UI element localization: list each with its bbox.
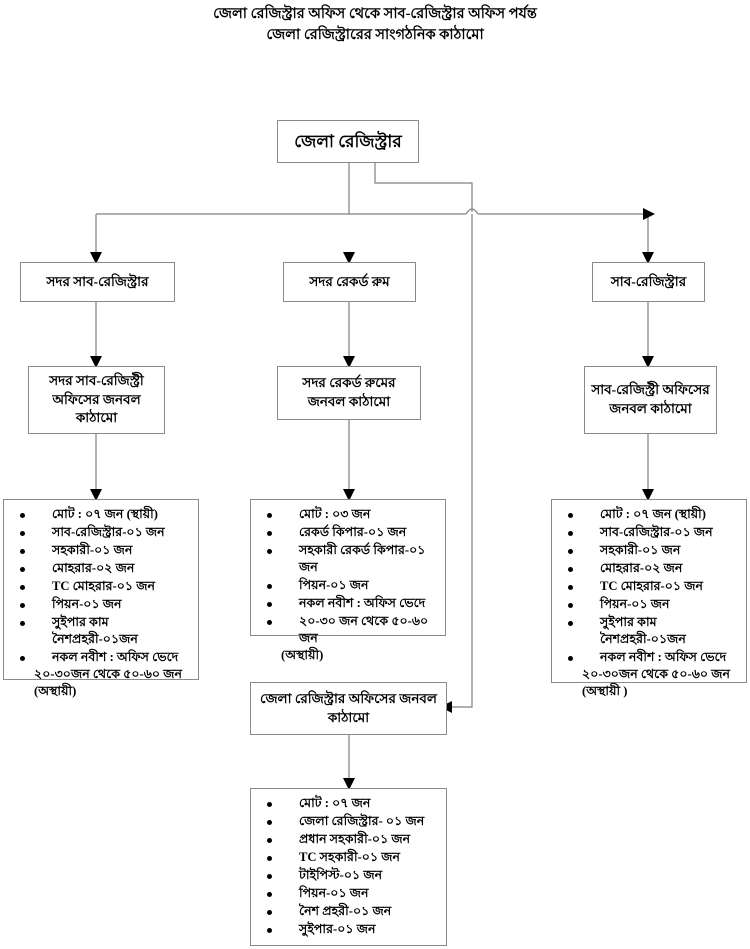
list-item: TC মোহরার-০১ জন xyxy=(6,578,192,595)
bullet-icon xyxy=(267,837,272,843)
list-item: সহকারী রেকর্ড কিপার-০১ জন xyxy=(253,542,439,576)
node-district-registrar-office-structure-label: জেলা রেজিস্ট্রার অফিসের জনবল কাঠামো xyxy=(260,690,437,725)
list-item: পিয়ন-০১ জন xyxy=(6,596,192,613)
node-sadar-sub-registrar-label: সদর সাব-রেজিস্ট্রার xyxy=(46,273,149,289)
node-sadar-sub-registrar[interactable]: সদর সাব-রেজিস্ট্রার xyxy=(20,262,175,302)
bullet-icon xyxy=(267,819,272,825)
list-item: পিয়ন-০১ জন xyxy=(253,885,440,902)
list-item: মোট : ০৩ জন xyxy=(253,506,439,523)
list-item: নকল নবীশ : অফিস ভেদে২০-৩০জন থেকে ৫০-৬০ জ… xyxy=(554,649,740,700)
bullet-icon xyxy=(568,530,573,536)
bullet-icon xyxy=(267,512,272,518)
list-item: জেলা রেজিস্ট্রার- ০১ জন xyxy=(253,813,440,830)
list-sadar-record-room-staff: মোট : ০৩ জন রেকর্ড কিপার-০১ জন সহকারী রে… xyxy=(250,499,446,662)
bullet-icon xyxy=(568,602,573,608)
bullet-icon xyxy=(267,855,272,861)
list-item: মোহরার-০২ জন xyxy=(6,560,192,577)
bullet-icon xyxy=(267,927,272,933)
list-item: সাব-রেজিস্ট্রার-০১ জন xyxy=(554,524,740,541)
list-district-registrar-office-staff: মোট : ০৭ জন জেলা রেজিস্ট্রার- ০১ জন প্রধ… xyxy=(250,788,447,946)
node-sadar-sub-registry-office-structure-label: সদর সাব-রেজিস্ট্রী অফিসের জনবল কাঠামো xyxy=(49,373,144,426)
list-item: টাইপিস্ট-০১ জন xyxy=(253,867,440,884)
bullet-icon xyxy=(568,655,573,661)
list-item: পিয়ন-০১ জন xyxy=(554,596,740,613)
list-sub-registry-staff: মোট : ০৭ জন (স্থায়ী) সাব-রেজিস্ট্রার-০১… xyxy=(551,499,747,698)
bullet-icon xyxy=(568,548,573,554)
bullet-icon xyxy=(267,619,272,625)
list-district-registrar-office-items: মোট : ০৭ জন জেলা রেজিস্ট্রার- ০১ জন প্রধ… xyxy=(253,795,440,938)
node-sadar-record-room-structure-label: সদর রেকর্ড রুমের জনবল কাঠামো xyxy=(302,375,396,409)
list-item: প্রধান সহকারী-০১ জন xyxy=(253,831,440,848)
bullet-icon xyxy=(20,620,25,626)
list-item: মোট : ০৭ জন (স্থায়ী) xyxy=(554,506,740,523)
list-item: মোট : ০৭ জন (স্থায়ী) xyxy=(6,506,192,523)
list-sub-registry-items: মোট : ০৭ জন (স্থায়ী) সাব-রেজিস্ট্রার-০১… xyxy=(554,506,740,700)
bullet-icon xyxy=(20,548,25,554)
bullet-icon xyxy=(267,530,272,536)
bullet-icon xyxy=(20,602,25,608)
list-item: সহকারী-০১ জন xyxy=(554,542,740,559)
bullet-icon xyxy=(568,584,573,590)
bullet-icon xyxy=(267,909,272,915)
list-item: সুইপার কাম নৈশপ্রহরী-০১জন xyxy=(554,614,740,648)
bullet-icon xyxy=(568,512,573,518)
bullet-icon xyxy=(20,584,25,590)
bullet-icon xyxy=(267,891,272,897)
list-sadar-sub-registry-items: মোট : ০৭ জন (স্থায়ী) সাব-রেজিস্ট্রার-০১… xyxy=(6,506,192,700)
node-sadar-sub-registry-office-structure[interactable]: সদর সাব-রেজিস্ট্রী অফিসের জনবল কাঠামো xyxy=(28,366,165,434)
bullet-icon xyxy=(267,801,272,807)
node-sadar-record-room[interactable]: সদর রেকর্ড রুম xyxy=(283,262,416,302)
list-sadar-sub-registry-staff: মোট : ০৭ জন (স্থায়ী) সাব-রেজিস্ট্রার-০১… xyxy=(3,499,199,698)
title-line-1: জেলা রেজিস্ট্রার অফিস থেকে সাব-রেজিস্ট্র… xyxy=(213,6,537,22)
list-item: সুইপার-০১ জন xyxy=(253,921,440,938)
node-sub-registry-office-structure[interactable]: সাব-রেজিস্ট্রী অফিসের জনবল কাঠামো xyxy=(584,366,717,434)
list-item: পিয়ন-০১ জন xyxy=(253,577,439,594)
node-sub-registrar[interactable]: সাব-রেজিস্ট্রার xyxy=(592,262,705,302)
list-item: সাব-রেজিস্ট্রার-০১ জন xyxy=(6,524,192,541)
node-district-registrar-office-structure[interactable]: জেলা রেজিস্ট্রার অফিসের জনবল কাঠামো xyxy=(250,682,447,735)
bullet-icon xyxy=(267,873,272,879)
bullet-icon xyxy=(267,583,272,589)
list-item: সহকারী-০১ জন xyxy=(6,542,192,559)
page-title: জেলা রেজিস্ট্রার অফিস থেকে সাব-রেজিস্ট্র… xyxy=(0,4,750,46)
list-item: TC সহকারী-০১ জন xyxy=(253,849,440,866)
bullet-icon xyxy=(568,566,573,572)
node-sub-registry-office-structure-label: সাব-রেজিস্ট্রী অফিসের জনবল কাঠামো xyxy=(591,382,710,416)
list-item: নকল নবীশ : অফিস ভেদে xyxy=(253,595,439,612)
title-line-2: জেলা রেজিস্ট্রারের সাংগঠনিক কাঠামো xyxy=(266,27,484,44)
list-item: নৈশ প্রহরী-০১ জন xyxy=(253,903,440,920)
bullet-icon xyxy=(20,512,25,518)
list-item: মোট : ০৭ জন xyxy=(253,795,440,812)
list-item: সুইপার কাম নৈশপ্রহরী-০১জন xyxy=(6,614,192,648)
list-item: ২০-৩০ জন থেকে ৫০-৬০ জন(অস্থায়ী) xyxy=(253,613,439,664)
bullet-icon xyxy=(568,620,573,626)
node-sadar-record-room-label: সদর রেকর্ড রুম xyxy=(309,273,390,289)
bullet-icon xyxy=(267,601,272,607)
bullet-icon xyxy=(20,530,25,536)
list-item: রেকর্ড কিপার-০১ জন xyxy=(253,524,439,541)
node-district-registrar-label: জেলা রেজিস্ট্রার xyxy=(294,131,402,151)
list-item: নকল নবীশ : অফিস ভেদে২০-৩০জন থেকে ৫০-৬০ জ… xyxy=(6,649,192,700)
list-sadar-record-room-items: মোট : ০৩ জন রেকর্ড কিপার-০১ জন সহকারী রে… xyxy=(253,506,439,664)
node-district-registrar[interactable]: জেলা রেজিস্ট্রার xyxy=(277,120,419,163)
bullet-icon xyxy=(267,548,272,554)
bullet-icon xyxy=(20,655,25,661)
node-sub-registrar-label: সাব-রেজিস্ট্রার xyxy=(610,273,687,289)
bullet-icon xyxy=(20,566,25,572)
list-item: TC মোহরার-০১ জন xyxy=(554,578,740,595)
node-sadar-record-room-structure[interactable]: সদর রেকর্ড রুমের জনবল কাঠামো xyxy=(277,366,421,420)
list-item: মোহরার-০২ জন xyxy=(554,560,740,577)
